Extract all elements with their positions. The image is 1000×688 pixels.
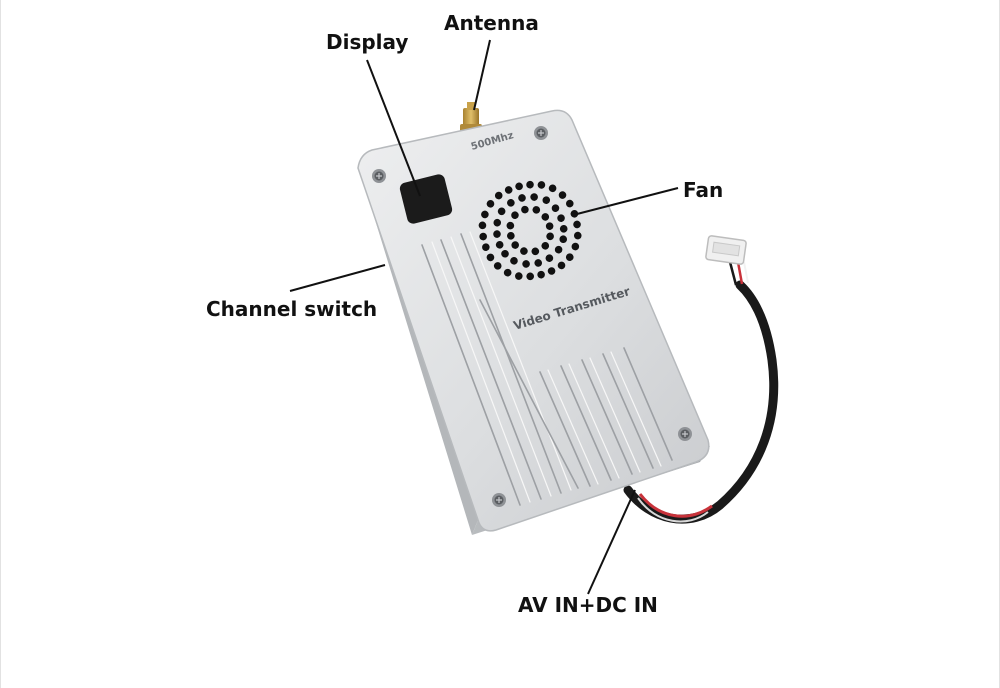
leader-line-channel-switch [289, 264, 386, 292]
fan-label: Fan [683, 178, 724, 202]
antenna-label: Antenna [444, 11, 539, 35]
leader-line-display [366, 59, 421, 197]
display-window [399, 174, 453, 224]
transmitter-body: 500Mhz Video Transmitter [357, 109, 710, 535]
cooling-ribs-left [421, 231, 579, 506]
screw-top-left [372, 169, 386, 183]
leader-lines [289, 39, 679, 595]
leader-line-antenna [473, 39, 491, 111]
av-dc-input-label: AV IN+DC IN [518, 593, 658, 617]
fan-grille [478, 180, 582, 281]
channel-switch-label: Channel switch [206, 297, 378, 321]
leader-line-av-dc [587, 489, 636, 595]
av-dc-cable [623, 261, 779, 524]
screw-bottom-left [492, 493, 506, 507]
cooling-ribs-right [539, 347, 673, 487]
leader-line-fan [576, 187, 679, 215]
frame-edge-left [0, 0, 1, 688]
screw-bottom-right [678, 427, 692, 441]
cable-connector [705, 235, 747, 265]
screw-top-right [534, 126, 548, 140]
display-label: Display [326, 30, 409, 54]
